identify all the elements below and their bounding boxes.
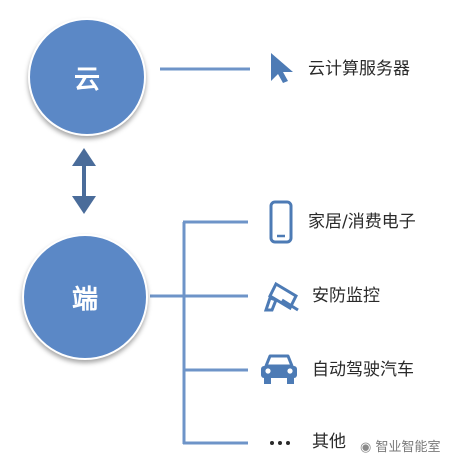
cursor-arrow-icon xyxy=(271,53,293,83)
cloud-server-label: 云计算服务器 xyxy=(308,59,410,79)
watermark: ◉ 智业智能室 xyxy=(360,436,441,455)
edge-target-label-car: 自动驾驶汽车 xyxy=(312,360,414,380)
wechat-icon: ◉ xyxy=(360,440,372,455)
smartphone-icon xyxy=(269,200,293,244)
ellipsis-icon xyxy=(270,441,290,445)
car-icon xyxy=(261,354,297,384)
edge-target-label-home: 家居/消费电子 xyxy=(308,212,416,232)
edge-node: 端 xyxy=(22,234,148,360)
edge-target-label-other: 其他 xyxy=(312,432,346,452)
cloud-node: 云 xyxy=(28,18,146,136)
security-camera-icon xyxy=(263,281,299,312)
double-arrow-icon xyxy=(72,148,96,214)
edge-target-label-security: 安防监控 xyxy=(312,286,380,306)
cloud-node-label: 云 xyxy=(73,64,100,95)
edge-node-label: 端 xyxy=(71,284,98,315)
watermark-text: 智业智能室 xyxy=(375,440,441,455)
